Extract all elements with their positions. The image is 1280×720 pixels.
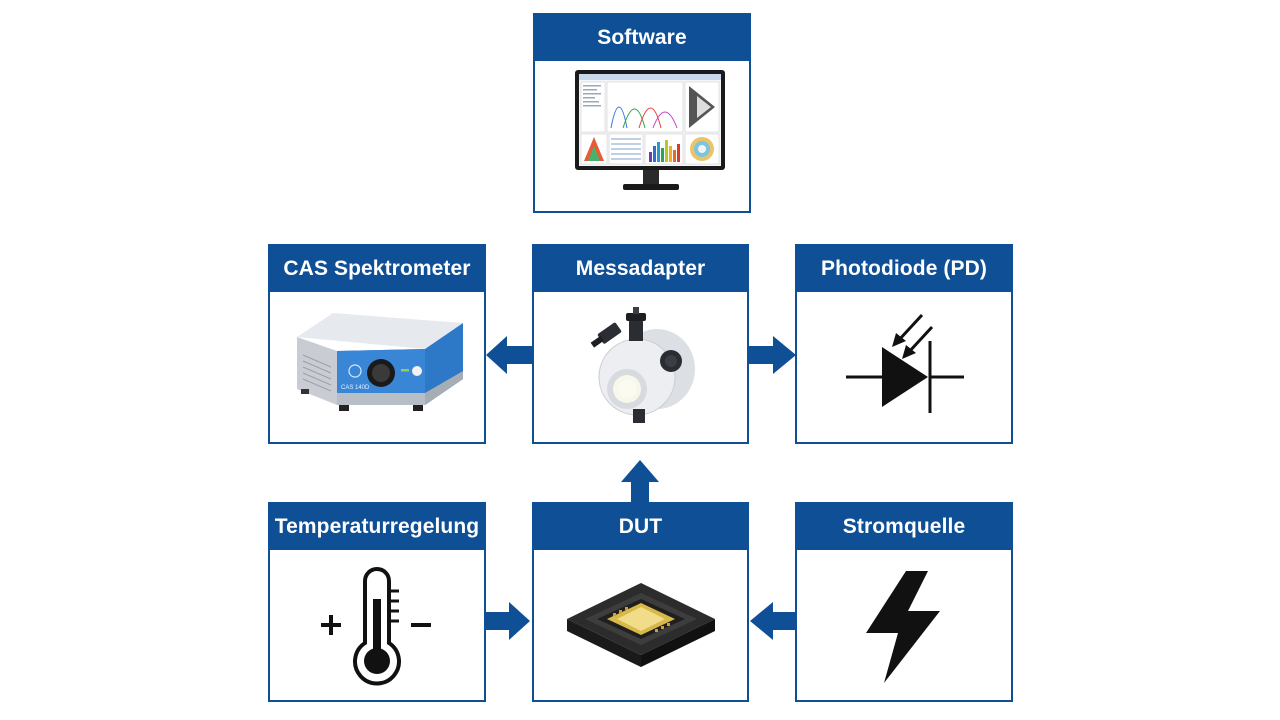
node-software: Software: [533, 13, 751, 213]
photodiode-symbol: [797, 292, 1011, 442]
node-temperaturregelung-title: Temperaturregelung: [270, 504, 484, 550]
integrating-sphere-icon: [590, 307, 695, 423]
node-stromquelle: Stromquelle: [795, 502, 1013, 702]
spectrometer-illustration: CAS 140D: [270, 292, 484, 442]
node-messadapter: Messadapter: [532, 244, 749, 444]
node-dut-title: DUT: [534, 504, 747, 550]
node-cas-spektrometer: CAS Spektrometer: [268, 244, 486, 444]
monitor-icon: [575, 70, 725, 190]
node-photodiode-title: Photodiode (PD): [797, 246, 1011, 292]
power-source-symbol: [797, 550, 1011, 700]
dut-led-illustration: [534, 550, 747, 700]
arrow-stromquelle-to-dut: [750, 602, 796, 640]
spectrometer-device-icon: CAS 140D: [297, 313, 463, 411]
node-dut: DUT: [532, 502, 749, 702]
thermometer-icon: [321, 567, 431, 686]
node-software-title: Software: [535, 15, 749, 61]
photodiode-icon: [846, 313, 964, 413]
measurement-adapter-illustration: [534, 292, 747, 442]
node-photodiode: Photodiode (PD): [795, 244, 1013, 444]
monitor-illustration: [535, 61, 749, 211]
node-stromquelle-title: Stromquelle: [797, 504, 1011, 550]
node-temperaturregelung: Temperaturregelung: [268, 502, 486, 702]
node-cas-spektrometer-title: CAS Spektrometer: [270, 246, 484, 292]
lightning-bolt-icon: [866, 571, 940, 683]
led-chip-icon: [566, 583, 715, 667]
node-messadapter-title: Messadapter: [534, 246, 747, 292]
arrow-dut-to-messadapter: [621, 460, 659, 503]
arrow-temperatur-to-dut: [486, 602, 530, 640]
spectrometer-model-label: CAS 140D: [341, 385, 370, 391]
arrow-messadapter-to-cas: [486, 336, 532, 374]
arrow-messadapter-to-photodiode: [748, 336, 796, 374]
thermometer-symbol: [270, 550, 484, 700]
